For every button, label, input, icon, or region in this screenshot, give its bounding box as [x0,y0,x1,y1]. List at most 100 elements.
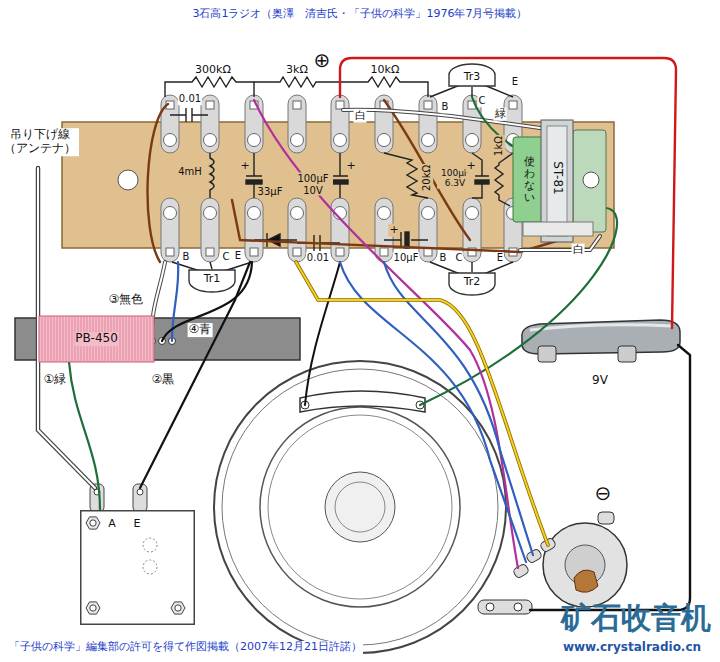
variable-capacitor-outline [90,605,96,611]
speaker [300,391,425,412]
bar-antenna-coil-outline [138,316,139,362]
minus-terminal: ⊖ [594,482,613,505]
bar-antenna-coil-outline [141,316,142,362]
volume-switch [514,603,522,611]
bar-antenna-coil-outline [123,316,124,362]
coil-lead-wire [69,362,100,510]
bar-antenna-coil-outline [63,316,64,362]
bar-antenna-coil-outline [39,316,154,362]
wire-color: 白 [572,244,585,257]
volume-switch [478,512,627,614]
node-text: E [134,518,141,531]
volume-switch [598,512,614,524]
wires [340,262,526,562]
wire-color: 白 [354,110,367,123]
pin-name: B [439,252,448,264]
terminal-board [161,198,179,262]
watermark-url: www.crystalradio.cn [563,641,701,655]
coil-lead-label: ①緑 [43,373,68,387]
bar-antenna-coil-outline [72,316,73,362]
node-text: Tr1 [204,273,221,286]
capacitor-value: 33μF [257,186,284,198]
output-transformer-outline [583,172,599,188]
terminal-board [245,95,263,153]
bar-antenna-coil-outline [48,316,49,362]
terminal-board [419,198,437,262]
pin-name: C [222,251,231,263]
bar-antenna-coil-outline [126,316,127,362]
speaker [325,472,395,542]
battery [618,346,636,362]
wires [296,262,548,545]
transistor-outline [189,270,235,292]
components [254,77,340,87]
bar-antenna-coil-outline [54,316,55,362]
volume-switch [525,548,542,564]
bar-antenna-coil-outline [42,316,43,362]
components [495,153,513,206]
polarity-mark: + [388,224,399,237]
battery-voltage: 9V [591,374,609,388]
components [405,232,409,248]
components [332,180,348,184]
resistor-value: 1kΩ [493,135,505,157]
capacitor-value: 10μF [393,252,420,264]
components [475,180,489,184]
speaker [260,407,460,607]
polarity-mark: + [239,160,250,173]
volume-switch [574,570,598,592]
output-transformer-outline [523,222,593,236]
node-text: ST-81 [550,161,564,194]
terminal-board [288,198,306,262]
wires [140,262,250,488]
wires [340,58,676,328]
capacitor-value: 0.01 [306,252,330,264]
bar-antenna-coil-outline [57,316,58,362]
node-text: 使わない [524,156,535,204]
terminal-board [288,95,306,153]
bar-antenna-coil-outline [45,316,46,362]
variable-capacitor-outline [171,602,185,614]
bar-antenna-coil-outline [120,316,121,362]
terminal-board [331,95,349,153]
terminal-board [161,95,179,153]
terminal-board [375,95,393,153]
pin-name: B [182,251,191,263]
polarity-mark: + [345,160,356,173]
transistor: Tr2 [448,272,496,296]
terminal-board [118,170,138,190]
bar-antenna-coil-outline [51,316,52,362]
capacitor-value: 0.01 [178,93,202,105]
bar-antenna-coil: PB-450 [39,316,154,362]
transistor-outline [449,273,495,295]
node-text: PB-450 [74,332,119,346]
output-transformer-outline [573,130,606,232]
variable-capacitor-outline [143,560,157,574]
wires [232,200,560,252]
output-transformer: ST-81 使わない [513,120,606,242]
wire-color: 緑 [494,108,507,121]
resistor-value: 20kΩ [421,164,433,192]
components [430,85,513,97]
bar-antenna-coil-outline [132,316,133,362]
bar-antenna-coil-outline [150,316,151,362]
bar-antenna-coil-outline [66,316,67,362]
terminal-board [201,95,219,153]
wires [38,58,690,610]
bar-antenna-coil-outline [153,316,154,362]
wires [296,262,548,545]
pin-name: E [234,250,242,262]
speaker [222,369,498,645]
transistor: Tr3 [448,63,496,87]
speaker [214,361,506,653]
resistor-value: 10kΩ [371,64,400,77]
coil-lead-label: ④青 [188,323,213,337]
terminal-board [62,95,614,262]
terminal-board [201,198,219,262]
terminal-board [463,198,481,262]
wires [162,262,252,341]
